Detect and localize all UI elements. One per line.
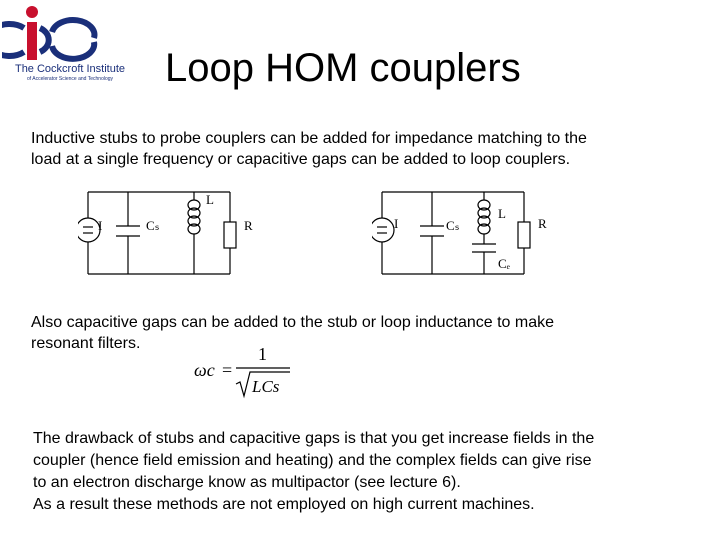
capacitor-label: Cₛ	[146, 218, 160, 233]
capacitor-label: Cₛ	[446, 218, 460, 233]
text-line: to an electron discharge know as multipa…	[33, 474, 461, 491]
formula-denominator: LCs	[251, 377, 280, 396]
logo-mark	[0, 6, 98, 62]
logo-subtitle: of Accelerator Science and Technology	[26, 76, 114, 82]
text-line: coupler (hence field emission and heatin…	[33, 452, 592, 469]
cockcroft-institute-logo: The Cockcroft Institute of Accelerator S…	[0, 2, 134, 84]
formula-numerator: 1	[258, 344, 267, 364]
text-line: load at a single frequency or capacitive…	[31, 151, 571, 168]
resonance-formula: ωc = 1 LCs	[194, 344, 290, 399]
text-line: Inductive stubs to probe couplers can be…	[31, 130, 587, 147]
source-label: I	[98, 218, 102, 233]
text-line: The drawback of stubs and capacitive gap…	[33, 430, 595, 447]
inductor-label: L	[498, 206, 506, 221]
text-line: Also capacitive gaps can be added to the…	[31, 314, 555, 331]
text-line: resonant filters.	[31, 335, 141, 352]
logo-name: The Cockcroft Institute	[14, 63, 126, 75]
formula-equals: =	[222, 360, 232, 380]
stub-coupler-circuit: I Cₛ L R	[78, 191, 253, 275]
page-title: Loop HOM couplers	[165, 46, 521, 90]
resistor-label: R	[538, 216, 547, 231]
formula-lhs: ωc	[194, 360, 215, 380]
source-label: I	[394, 216, 398, 231]
drawback-paragraph: The drawback of stubs and capacitive gap…	[33, 428, 693, 516]
intro-paragraph: Inductive stubs to probe couplers can be…	[31, 128, 691, 170]
filter-paragraph: Also capacitive gaps can be added to the…	[31, 312, 691, 354]
text-line: As a result these methods are not employ…	[33, 496, 535, 513]
inductor-label: L	[206, 192, 214, 207]
loop-gap-coupler-circuit: I Cₛ L R Cₑ	[372, 191, 547, 275]
resistor-label: R	[244, 218, 253, 233]
gap-capacitor-label: Cₑ	[498, 256, 511, 271]
